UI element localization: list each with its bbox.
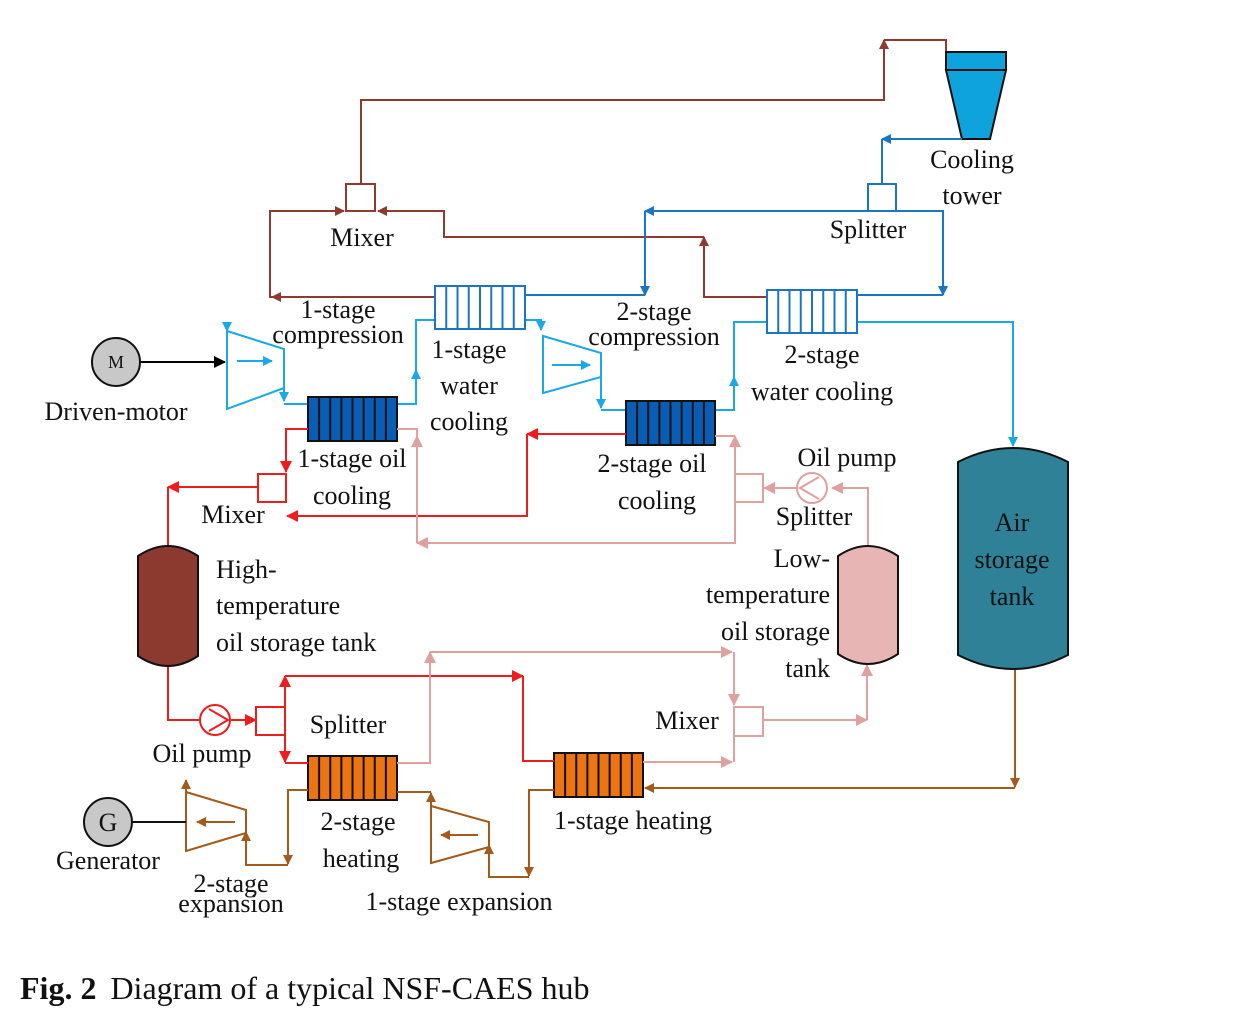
cooling-tower-label-2: tower xyxy=(942,181,1002,210)
oil-cooling-2-label-1: 2-stage oil xyxy=(597,449,706,478)
heater-1 xyxy=(553,752,644,798)
hot-oil-lines xyxy=(167,428,626,764)
expansion-2-label-2: expansion xyxy=(178,889,283,918)
cooling-water-supply-lines xyxy=(525,134,962,296)
water-cooling-1-label-1: 1-stage xyxy=(431,335,506,364)
high-temp-tank-label-2: temperature xyxy=(216,591,340,620)
compression-1-label-2: compression xyxy=(272,320,403,349)
cooling-water-return-lines xyxy=(269,39,947,302)
expander-1 xyxy=(430,804,490,865)
high-temp-oil-tank xyxy=(137,545,199,667)
splitter-top xyxy=(867,183,897,212)
oil-cooling-2-label-2: cooling xyxy=(618,486,696,515)
mixer-bottom-label: Mixer xyxy=(655,706,719,735)
air-tank-label-1: Air xyxy=(995,508,1030,537)
compressor-2 xyxy=(542,334,602,395)
mixer-top xyxy=(345,183,376,212)
expansion-1-label: 1-stage expansion xyxy=(365,887,552,916)
water-cooling-2-label-2: water cooling xyxy=(751,377,893,406)
splitter-top-label: Splitter xyxy=(830,215,907,244)
water-cooling-2-label-1: 2-stage xyxy=(784,340,859,369)
oil-pump-top xyxy=(796,472,828,504)
high-temp-tank-label-1: High- xyxy=(216,555,277,584)
caption-prefix: Fig. 2 xyxy=(20,970,97,1006)
low-temp-tank-label-1: Low- xyxy=(774,544,830,573)
figure-caption: Fig. 2 Diagram of a typical NSF-CAES hub xyxy=(20,970,589,1007)
mixer-mid-label: Mixer xyxy=(201,500,265,529)
heater-2 xyxy=(307,755,398,801)
water-cooler-1 xyxy=(434,285,526,330)
water-cooling-1-label-3: cooling xyxy=(430,407,508,436)
splitter-bottom xyxy=(255,706,286,736)
low-temp-tank-label-4: tank xyxy=(785,654,830,683)
mixer-mid xyxy=(257,473,287,503)
high-temp-tank-label-3: oil storage tank xyxy=(216,628,376,657)
driven-motor: M xyxy=(91,337,226,387)
air-tank-label-2: storage xyxy=(974,545,1049,574)
generator-label: Generator xyxy=(56,846,160,875)
oil-cooler-1 xyxy=(307,396,398,442)
heating-2-label-2: heating xyxy=(323,844,400,873)
oil-pump-top-label: Oil pump xyxy=(798,443,897,472)
caption-text: Diagram of a typical NSF-CAES hub xyxy=(110,970,590,1006)
oil-cooler-2 xyxy=(625,400,716,446)
motor-symbol: M xyxy=(108,352,124,372)
low-temp-tank-label-3: oil storage xyxy=(721,617,830,646)
air-storage-tank xyxy=(957,447,1069,670)
air-compression-lines xyxy=(222,319,1018,447)
mixer-bottom xyxy=(733,706,764,737)
oil-pump-bottom-label: Oil pump xyxy=(153,739,252,768)
water-cooling-1-label-2: water xyxy=(440,371,498,400)
air-expansion-lines xyxy=(181,668,1020,878)
heating-1-label: 1-stage heating xyxy=(554,806,712,835)
water-cooler-2 xyxy=(766,289,858,334)
heating-2-label-1: 2-stage xyxy=(320,807,395,836)
compression-2-label-2: compression xyxy=(588,322,719,351)
generator-symbol: G xyxy=(99,808,118,837)
expansion-2-label-1: 2-stage xyxy=(193,869,268,898)
air-tank-label-3: tank xyxy=(990,582,1035,611)
oil-pump-bottom xyxy=(199,704,231,736)
compressor-1 xyxy=(226,329,285,411)
expander-2 xyxy=(185,790,247,853)
compression-2-label-1: 2-stage xyxy=(616,297,691,326)
splitter-mid-label: Splitter xyxy=(776,502,853,531)
splitter-bottom-label: Splitter xyxy=(310,710,387,739)
mixer-top-label: Mixer xyxy=(330,223,394,252)
driven-motor-label: Driven-motor xyxy=(45,397,188,426)
compression-1-label-1: 1-stage xyxy=(300,295,375,324)
cooling-tower xyxy=(944,51,1008,140)
cooling-tower-label-1: Cooling xyxy=(930,145,1014,174)
oil-cooling-1-label-1: 1-stage oil xyxy=(297,444,406,473)
generator: G xyxy=(83,797,186,847)
low-temp-tank-label-2: temperature xyxy=(706,580,830,609)
splitter-mid xyxy=(734,473,764,503)
oil-cooling-1-label-2: cooling xyxy=(313,481,391,510)
cold-oil-lines xyxy=(397,428,873,768)
low-temp-oil-tank xyxy=(837,545,899,665)
